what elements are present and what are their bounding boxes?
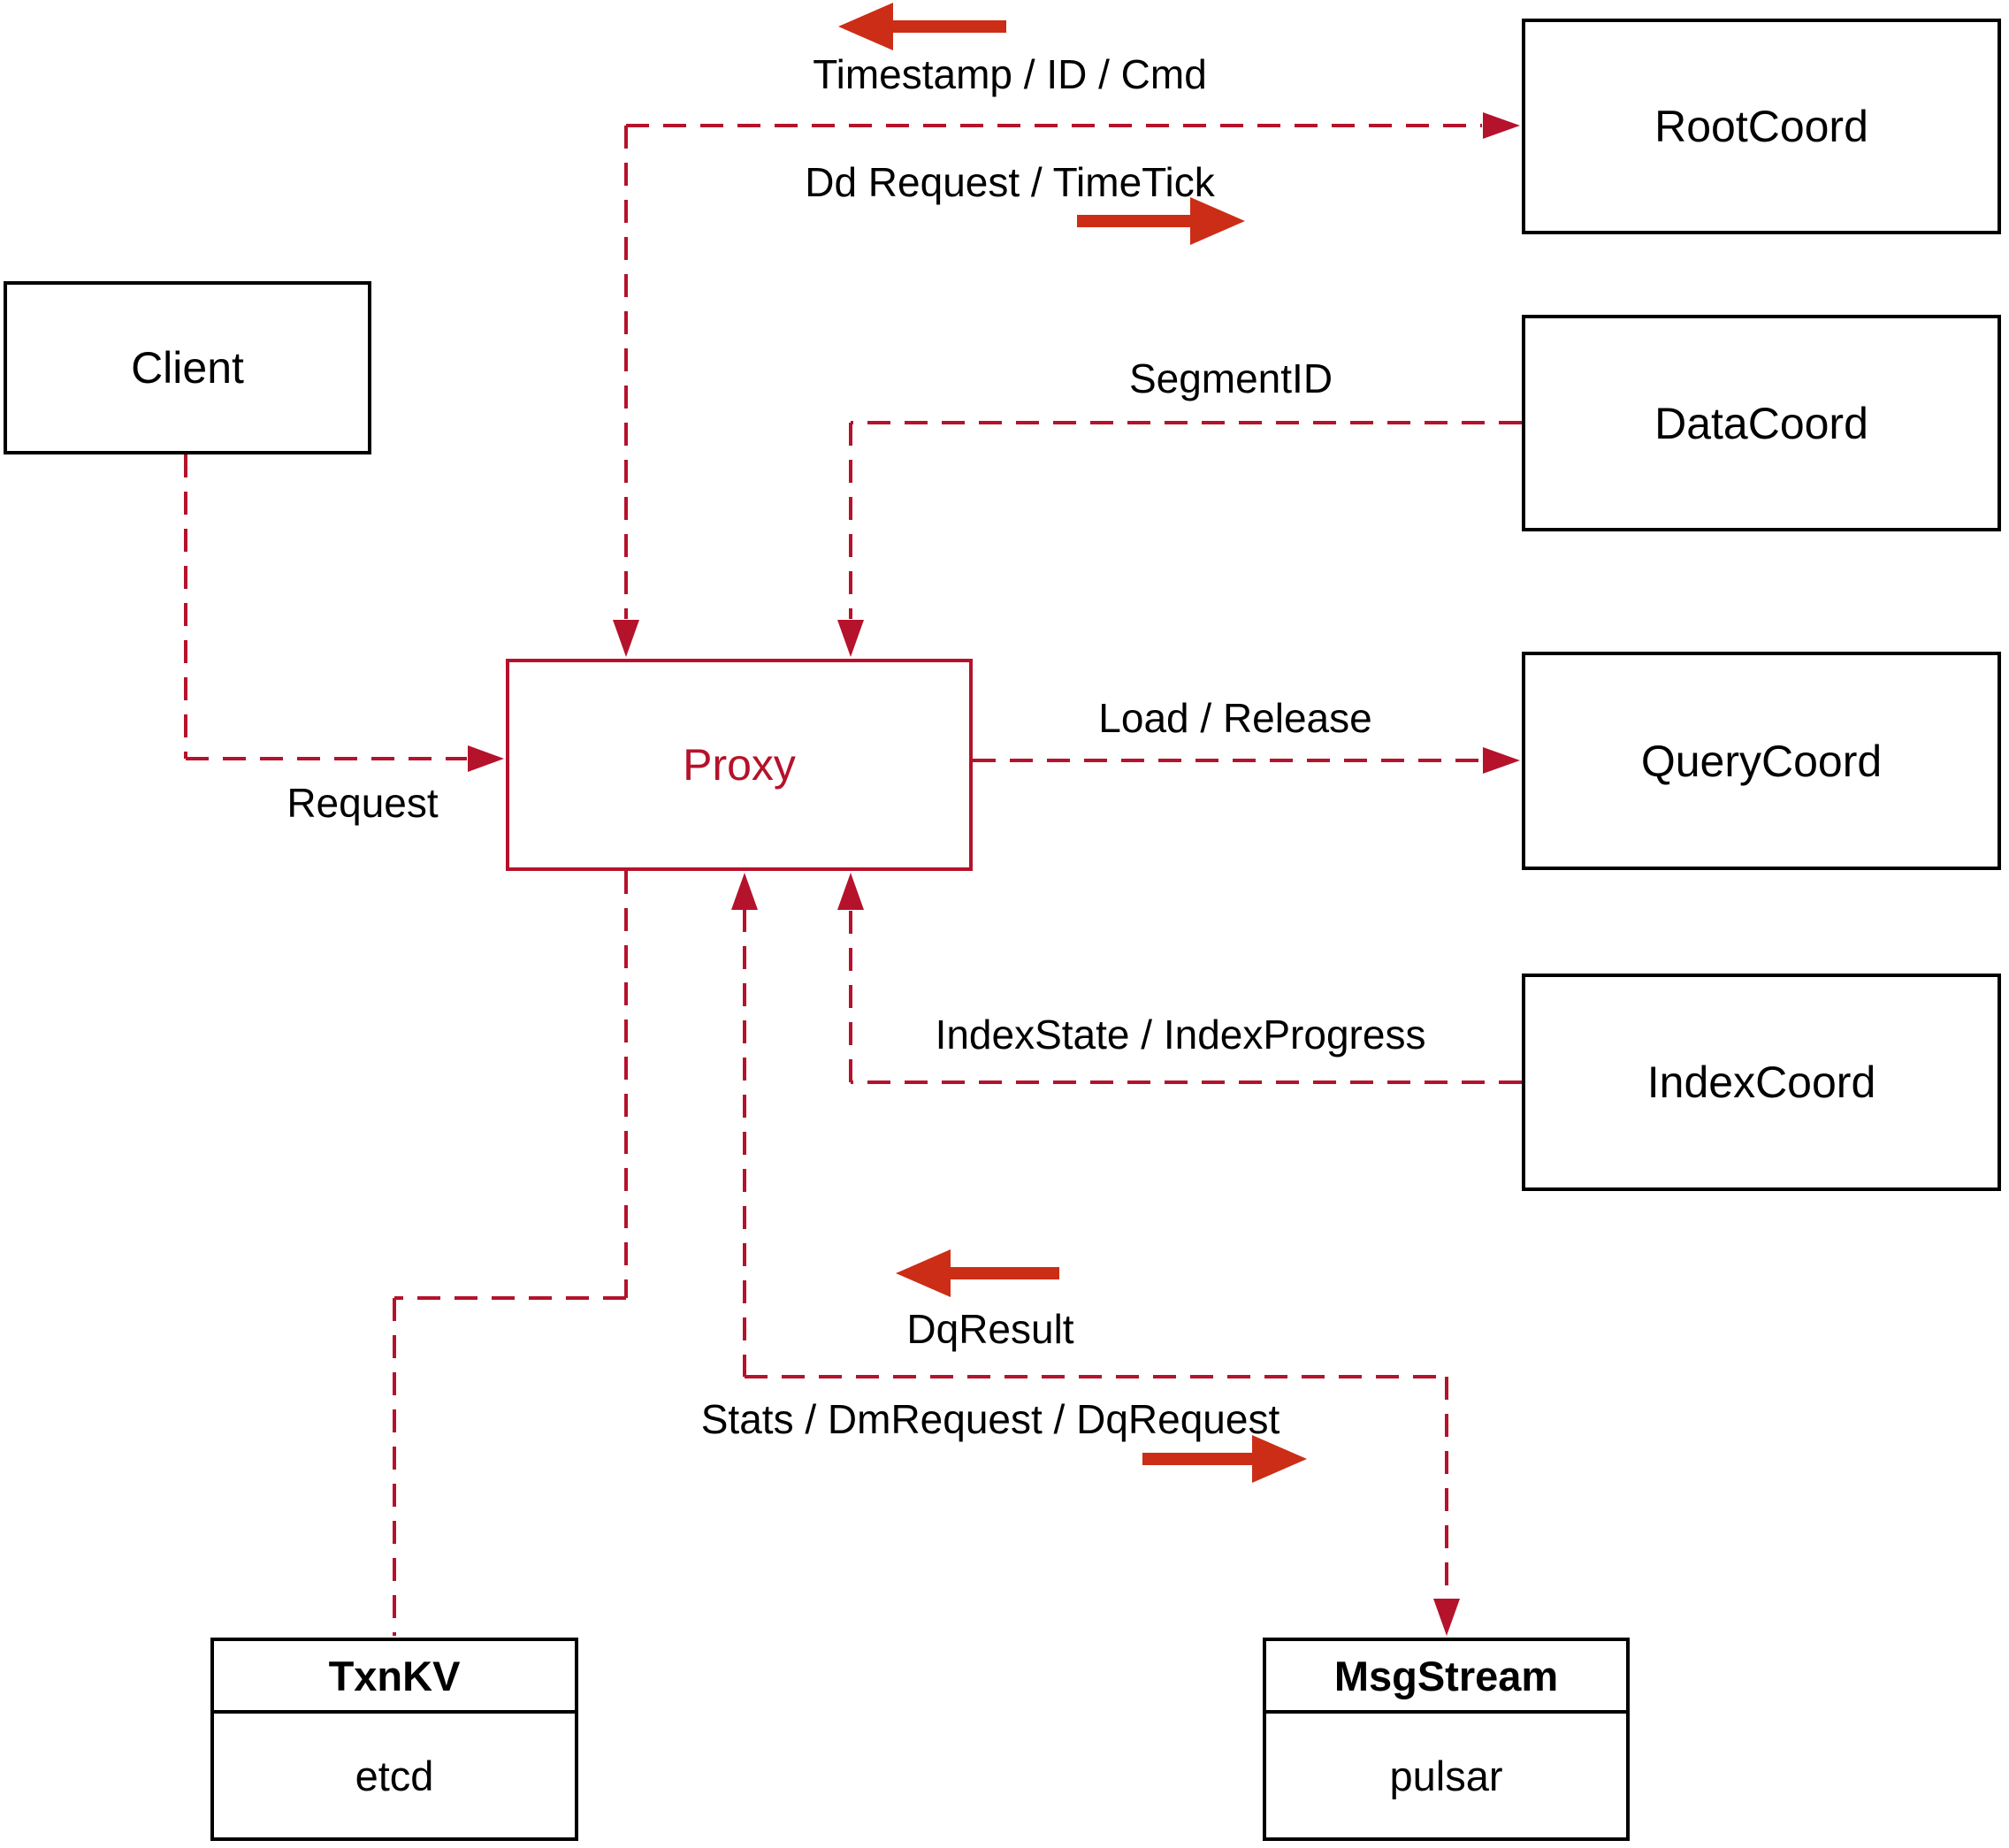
proxy-txnkv-line (393, 871, 628, 1636)
request-label: Request (286, 780, 439, 826)
proxy-msgstream-line (743, 909, 1448, 1597)
proxy-querycoord-connector (973, 747, 1520, 774)
querycoord-label: QueryCoord (1640, 736, 1883, 786)
dd-request-timetick-label: Dd Request / TimeTick (805, 159, 1215, 205)
client-node: Client (4, 281, 371, 454)
proxy-rootcoord-connector (613, 112, 1520, 657)
dd-request-timetick-direction-arrow-right (1077, 197, 1245, 245)
timestamp-id-cmd-direction-arrow-left (838, 3, 1006, 50)
proxy-txnkv-connector (393, 871, 628, 1636)
txnkv-node: TxnKV etcd (210, 1638, 578, 1841)
segment-id-label: SegmentID (1128, 355, 1333, 401)
proxy-node: Proxy (506, 659, 973, 871)
rootcoord-label: RootCoord (1654, 102, 1868, 151)
msgstream-node: MsgStream pulsar (1263, 1638, 1630, 1841)
arrowhead-into-proxy-bottom-left (731, 873, 758, 910)
msgstream-title: MsgStream (1266, 1641, 1626, 1714)
proxy-msgstream-connector (731, 873, 1460, 1636)
datacoord-proxy-connector (837, 421, 1522, 657)
timestamp-id-cmd-label: Timestamp / ID / Cmd (813, 51, 1207, 97)
indexcoord-label: IndexCoord (1646, 1058, 1876, 1107)
dq-result-direction-arrow-left (896, 1249, 1059, 1297)
arrowhead-into-proxy-left (468, 745, 504, 772)
msgstream-impl: pulsar (1389, 1752, 1503, 1799)
datacoord-node: DataCoord (1522, 315, 2001, 531)
indexcoord-proxy-connector (837, 873, 1522, 1084)
stats-dm-dq-request-label: Stats / DmRequest / DqRequest (700, 1396, 1280, 1442)
stats-dm-dq-request-direction-arrow-right (1142, 1435, 1307, 1483)
datacoord-label: DataCoord (1654, 398, 1868, 448)
arrowhead-into-proxy-top-left (613, 620, 639, 657)
indexcoord-node: IndexCoord (1522, 974, 2001, 1191)
indexcoord-proxy-line (849, 909, 1522, 1084)
txnkv-title: TxnKV (214, 1641, 575, 1714)
dq-result-label: DqResult (906, 1306, 1074, 1352)
arrowhead-into-proxy-bottom-right (837, 873, 864, 910)
client-proxy-connector (184, 454, 504, 772)
client-proxy-line (184, 454, 467, 760)
rootcoord-node: RootCoord (1522, 19, 2001, 234)
load-release-label: Load / Release (1098, 695, 1372, 741)
querycoord-node: QueryCoord (1522, 652, 2001, 870)
client-label: Client (131, 343, 244, 393)
arrowhead-into-rootcoord (1483, 112, 1520, 139)
datacoord-proxy-line (849, 421, 1522, 619)
arrowhead-into-proxy-top-right (837, 620, 864, 657)
arrowhead-into-querycoord (1483, 747, 1520, 774)
proxy-label: Proxy (683, 740, 796, 790)
index-state-progress-label: IndexState / IndexProgress (935, 1012, 1426, 1058)
txnkv-impl: etcd (355, 1752, 434, 1799)
arrowhead-into-msgstream (1433, 1599, 1460, 1636)
